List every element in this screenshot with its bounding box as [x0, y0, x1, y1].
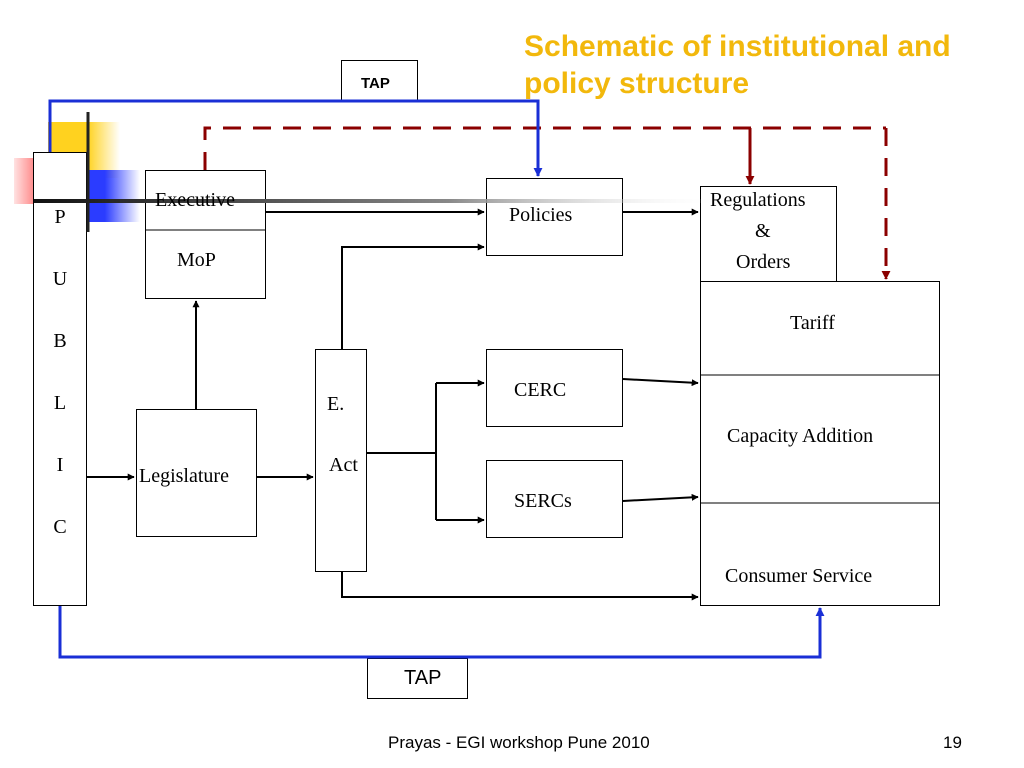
public-letter: I — [56, 454, 64, 476]
public-box — [33, 152, 87, 606]
tap-top-box — [341, 60, 418, 101]
mop-label: MoP — [177, 249, 216, 271]
tap-top-link — [48, 99, 543, 177]
public-letter: L — [53, 392, 67, 414]
sercs-label: SERCs — [514, 490, 572, 512]
public-letter: P — [54, 206, 66, 228]
legislature-box — [136, 409, 257, 537]
dashed-link-line — [203, 126, 886, 170]
deco-horizontal-rule — [34, 199, 724, 203]
tap-bottom-label: TAP — [404, 667, 442, 689]
sercs-box — [486, 460, 623, 538]
footer-text: Prayas - EGI workshop Pune 2010 — [388, 733, 650, 752]
public-letter: U — [52, 268, 68, 290]
cerc-label: CERC — [514, 379, 567, 401]
cerc-box — [486, 349, 623, 427]
arrow-eact-consumer — [341, 572, 699, 601]
capacity-addition-label: Capacity Addition — [727, 425, 874, 447]
slide-title: Schematic of institutional and policy st… — [524, 30, 951, 100]
outcomes-box — [700, 281, 940, 606]
tap-top-label: TAP — [361, 75, 390, 92]
tariff-label: Tariff — [790, 312, 835, 334]
arrow-sercs-outcomes — [622, 493, 699, 502]
e-act-label-line1: E. — [327, 393, 345, 415]
regulations-label-line1: Regulations — [710, 189, 806, 211]
public-letter: B — [53, 330, 67, 352]
regulations-label-line2: & — [755, 220, 771, 242]
e-act-label-line2: Act — [329, 454, 358, 476]
legislature-label: Legislature — [139, 465, 229, 487]
policies-label: Policies — [509, 204, 573, 226]
public-letter: C — [53, 516, 67, 538]
regulations-label-line3: Orders — [736, 251, 791, 273]
page-number: 19 — [943, 733, 962, 752]
consumer-service-label: Consumer Service — [725, 565, 873, 587]
executive-mop-box — [145, 170, 266, 299]
policies-box — [486, 178, 623, 256]
public-label: P U B L I C — [33, 152, 87, 606]
executive-label: Executive — [155, 189, 235, 211]
tap-bottom-link — [58, 606, 825, 659]
e-act-box — [315, 349, 367, 572]
arrow-cerc-outcomes — [622, 378, 699, 387]
arrow-eact-policies — [341, 243, 485, 349]
